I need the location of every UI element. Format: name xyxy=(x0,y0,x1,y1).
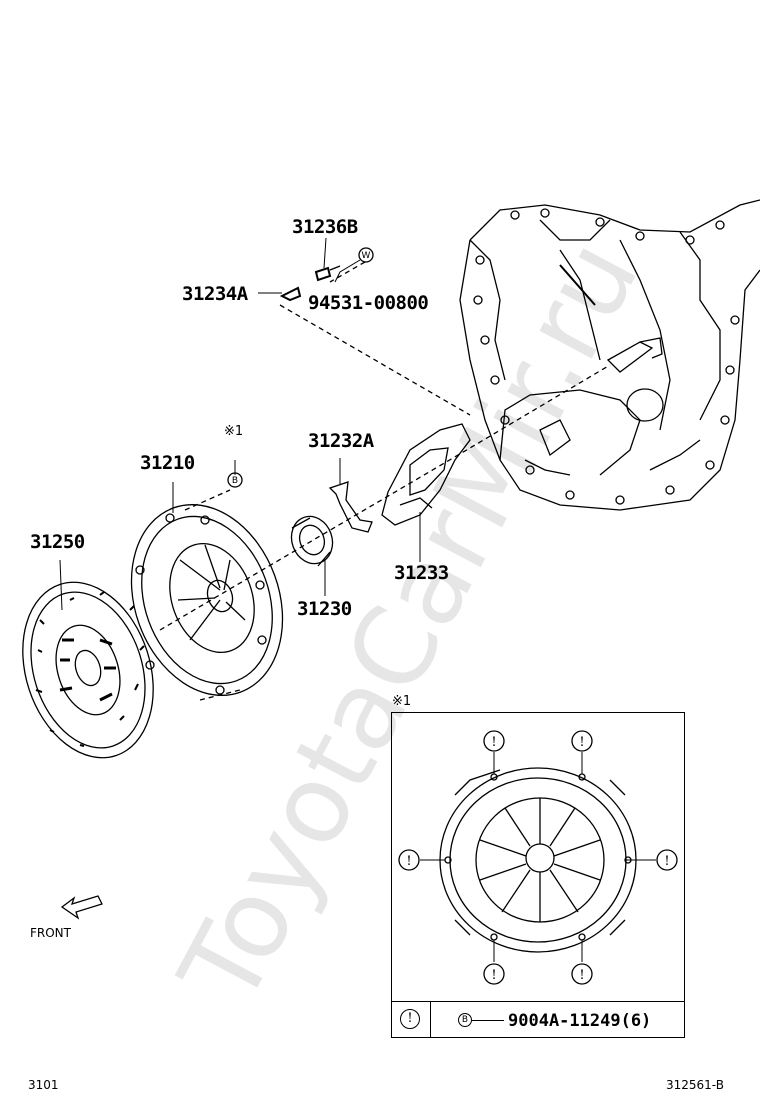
footer-left-code: 3101 xyxy=(28,1078,59,1092)
inset-part-number: 9004A-11249(6) xyxy=(508,1011,652,1031)
label-31232A: 31232A xyxy=(308,430,374,452)
inset-callout-markers xyxy=(398,730,678,985)
label-31210: 31210 xyxy=(140,452,195,474)
footer-right-code: 312561-B xyxy=(666,1078,724,1092)
bolt-b-letter: B xyxy=(232,476,238,486)
w-marker xyxy=(358,247,374,263)
inset-legend-marker: ! xyxy=(400,1009,420,1029)
inset-leader-line xyxy=(472,1020,504,1021)
inset-detail-box: ! B 9004A-11249(6) xyxy=(391,712,685,1038)
inset-pressure-plate xyxy=(420,752,656,962)
inset-title: ※1 xyxy=(392,694,412,709)
leader-lines xyxy=(59,237,421,611)
inset-marker-text-1: ! xyxy=(491,735,496,750)
release-bearing-31230 xyxy=(290,515,334,567)
label-31233: 31233 xyxy=(394,562,449,584)
clip-31232A xyxy=(328,481,373,533)
inset-marker-text-5: ! xyxy=(491,968,496,983)
inset-marker-text-3: ! xyxy=(406,854,411,869)
inset-vertical-divider xyxy=(430,1001,431,1037)
front-label: FRONT xyxy=(30,926,71,940)
label-31236B: 31236B xyxy=(292,216,358,238)
label-31234A: 31234A xyxy=(182,283,248,305)
inset-bolt-marker: B xyxy=(458,1013,472,1027)
pivot-parts-31234A-31236B xyxy=(279,265,341,302)
clutch-disc-31250 xyxy=(22,581,154,759)
clutch-cover-31210 xyxy=(130,504,284,696)
release-fork-31233 xyxy=(381,423,471,526)
label-94531-00800: 94531-00800 xyxy=(308,292,429,314)
transmission-housing xyxy=(459,199,760,511)
front-arrow xyxy=(60,895,103,920)
inset-marker-text-6: ! xyxy=(579,968,584,983)
w-letter: W xyxy=(362,251,371,261)
note-reference: ※1 xyxy=(224,424,244,439)
label-31250: 31250 xyxy=(30,531,85,553)
inset-divider xyxy=(392,1001,684,1002)
inset-marker-text-2: ! xyxy=(579,735,584,750)
label-31230: 31230 xyxy=(297,598,352,620)
inset-marker-text-4: ! xyxy=(664,854,669,869)
bolt-b-marker xyxy=(227,472,243,488)
